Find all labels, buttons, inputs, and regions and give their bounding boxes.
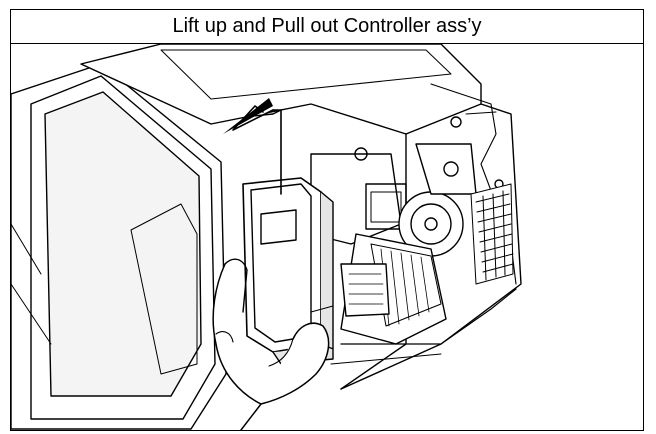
base-plate bbox=[330, 288, 517, 365]
microwave-illustration bbox=[11, 44, 642, 430]
diagram-frame: Lift up and Pull out Controller ass’y bbox=[10, 9, 644, 431]
hand-icon bbox=[212, 258, 334, 430]
fan-motor bbox=[398, 143, 477, 257]
transformer bbox=[340, 233, 447, 345]
microwave-door bbox=[11, 63, 227, 430]
lift-out-arrow-icon bbox=[223, 98, 282, 195]
diagram-title: Lift up and Pull out Controller ass’y bbox=[11, 10, 643, 44]
vent-grille bbox=[470, 183, 514, 285]
controller-assembly bbox=[242, 177, 334, 365]
microwave-cabinet bbox=[80, 44, 522, 390]
